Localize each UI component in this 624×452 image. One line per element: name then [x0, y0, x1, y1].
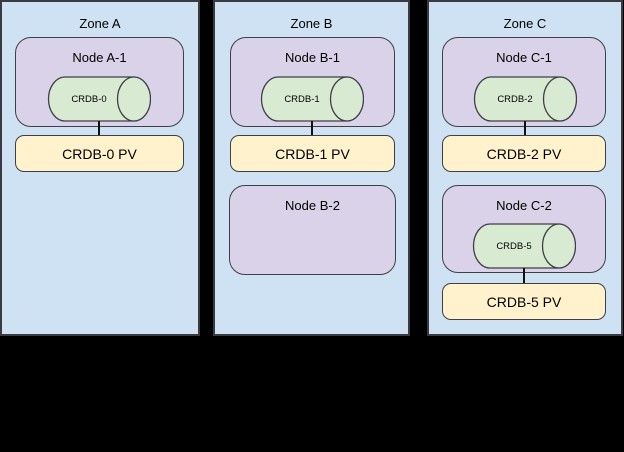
node-b2-box: Node B-2	[229, 185, 396, 275]
node-c2-label: Node C-2	[496, 198, 552, 213]
node-c1-label: Node C-1	[496, 50, 552, 65]
connector-line	[311, 121, 313, 135]
crdb-5-pv-box: CRDB-5 PV	[442, 283, 606, 320]
crdb-1-pv-label: CRDB-1 PV	[275, 145, 350, 162]
crdb-1-pv-box: CRDB-1 PV	[230, 135, 395, 172]
crdb-1-pod-label: CRDB-1	[284, 93, 320, 105]
zone-b-title: Zone B	[290, 16, 333, 31]
zone-c-container: Zone C Node C-1 CRDB-2 CRDB-2 PV Node C-…	[427, 0, 623, 336]
crdb-0-pod-label: CRDB-0	[71, 93, 107, 105]
connector-line	[98, 121, 100, 135]
crdb-0-pod: CRDB-0	[47, 76, 151, 122]
node-b1-label: Node B-1	[285, 50, 340, 65]
crdb-2-pv-label: CRDB-2 PV	[486, 145, 562, 162]
crdb-2-pv-box: CRDB-2 PV	[442, 135, 606, 172]
crdb-0-pv-label: CRDB-0 PV	[62, 145, 137, 162]
database-cylinder-icon	[47, 76, 151, 122]
crdb-2-pod-label: CRDB-2	[497, 93, 533, 105]
zone-a-title: Zone A	[79, 16, 121, 31]
connector-line	[523, 268, 525, 283]
crdb-0-pv-box: CRDB-0 PV	[15, 135, 184, 172]
zone-b-container: Zone B Node B-1 CRDB-1 CRDB-1 PV Node B-…	[213, 0, 410, 336]
database-cylinder-icon	[472, 223, 576, 269]
crdb-5-pv-label: CRDB-5 PV	[486, 293, 562, 310]
zone-a-container: Zone A Node A-1 CRDB-0 CRDB-0 PV	[0, 0, 200, 336]
node-a1-label: Node A-1	[72, 50, 127, 65]
node-b2-label: Node B-2	[285, 198, 340, 213]
crdb-2-pod: CRDB-2	[473, 76, 577, 122]
crdb-1-pod: CRDB-1	[260, 76, 364, 122]
connector-line	[524, 121, 526, 135]
crdb-5-pod: CRDB-5	[472, 223, 576, 269]
zone-c-title: Zone C	[503, 16, 547, 31]
database-cylinder-icon	[473, 76, 577, 122]
crdb-5-pod-label: CRDB-5	[496, 240, 532, 252]
database-cylinder-icon	[260, 76, 364, 122]
